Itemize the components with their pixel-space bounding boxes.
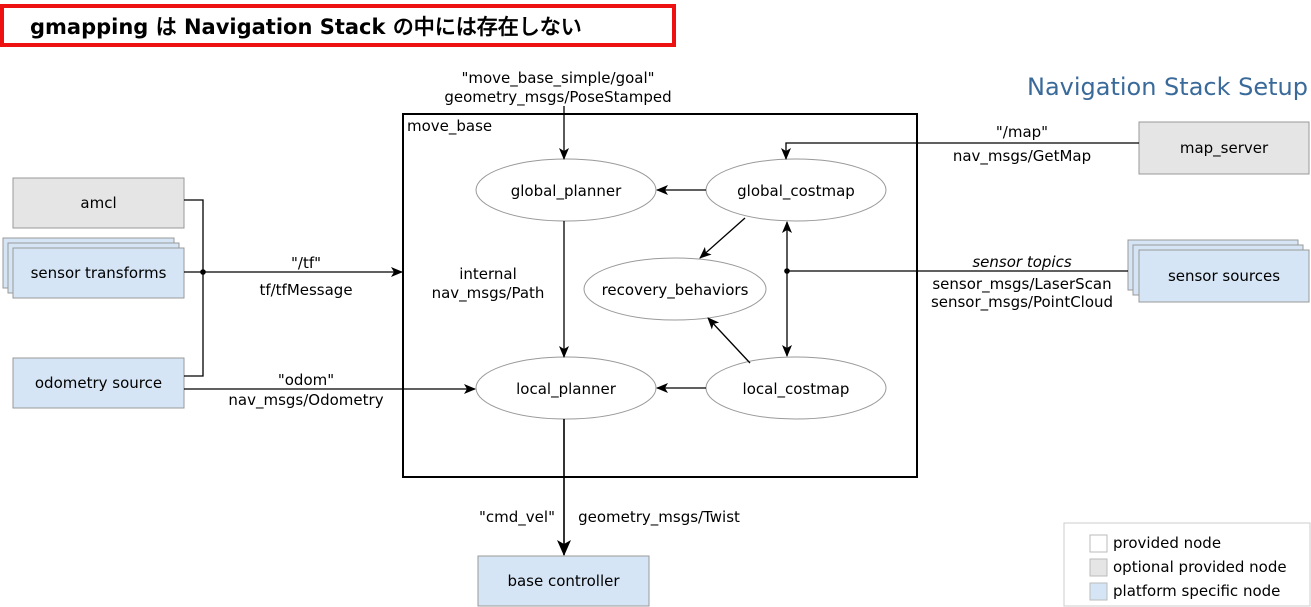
recovery-behaviors-node: recovery_behaviors	[583, 257, 767, 321]
recovery-behaviors-label: recovery_behaviors	[602, 281, 749, 300]
sensor-transforms-label: sensor transforms	[31, 264, 167, 282]
local-costmap-to-recovery-edge	[707, 317, 751, 364]
base-controller-node: base controller	[477, 555, 650, 607]
internal-label: internal	[459, 265, 517, 283]
amcl-node: amcl	[12, 177, 185, 229]
path-type-label: nav_msgs/Path	[432, 284, 545, 303]
legend-platform-label: platform specific node	[1113, 582, 1280, 600]
global-costmap-node: global_costmap	[705, 158, 887, 222]
odom-topic-label: "odom"	[278, 371, 334, 389]
diagram-title: Navigation Stack Setup	[1027, 73, 1308, 101]
goal-type-label: geometry_msgs/PoseStamped	[444, 88, 671, 107]
amcl-label: amcl	[80, 194, 116, 212]
tf-type-label: tf/tfMessage	[259, 281, 352, 299]
sensor-topic-label: sensor topics	[972, 253, 1071, 271]
tf-topic-label: "/tf"	[291, 254, 321, 272]
map-edge	[781, 142, 1139, 160]
amcl-tf-edge	[184, 199, 204, 272]
base-controller-label: base controller	[507, 572, 620, 590]
sensor-transforms-node: sensor transforms	[2, 237, 185, 299]
cmd-topic-label: "cmd_vel"	[479, 508, 555, 527]
legend-optional-label: optional provided node	[1113, 558, 1287, 576]
local-costmap-node: local_costmap	[705, 356, 887, 420]
sensor-sources-node: sensor sources	[1127, 239, 1310, 303]
legend-provided-swatch	[1089, 534, 1108, 553]
sensor-type-1-label: sensor_msgs/LaserScan	[932, 275, 1111, 294]
global-costmap-to-recovery-edge	[699, 217, 746, 259]
map-server-node: map_server	[1138, 121, 1310, 175]
map-server-label: map_server	[1180, 139, 1269, 158]
local-planner-label: local_planner	[516, 380, 617, 399]
odometry-source-label: odometry source	[35, 374, 162, 392]
goal-topic-label: "move_base_simple/goal"	[461, 69, 654, 88]
odometry-tf-edge	[184, 272, 204, 377]
global-planner-label: global_planner	[511, 182, 622, 201]
local-costmap-label: local_costmap	[743, 380, 850, 399]
local-planner-node: local_planner	[475, 356, 657, 420]
sensor-type-2-label: sensor_msgs/PointCloud	[931, 293, 1113, 312]
global-costmap-label: global_costmap	[737, 182, 855, 201]
sensor-sources-label: sensor sources	[1168, 267, 1280, 285]
cmd-type-label: geometry_msgs/Twist	[578, 508, 740, 527]
banner: gmapping は Navigation Stack の中には存在しない	[0, 4, 676, 47]
legend-optional-swatch	[1089, 558, 1108, 577]
sensor-junction	[784, 268, 790, 274]
banner-text: gmapping は Navigation Stack の中には存在しない	[30, 14, 582, 39]
legend: provided node optional provided node pla…	[1063, 522, 1311, 607]
move-base-box	[402, 113, 918, 478]
map-topic-label: "/map"	[996, 123, 1048, 141]
map-type-label: nav_msgs/GetMap	[953, 147, 1091, 166]
tf-junction	[200, 269, 206, 275]
global-planner-node: global_planner	[475, 158, 657, 222]
odom-type-label: nav_msgs/Odometry	[228, 391, 383, 410]
legend-platform-swatch	[1089, 582, 1108, 601]
legend-provided-label: provided node	[1113, 534, 1221, 552]
odometry-source-node: odometry source	[12, 357, 185, 409]
move-base-label: move_base	[407, 117, 492, 136]
